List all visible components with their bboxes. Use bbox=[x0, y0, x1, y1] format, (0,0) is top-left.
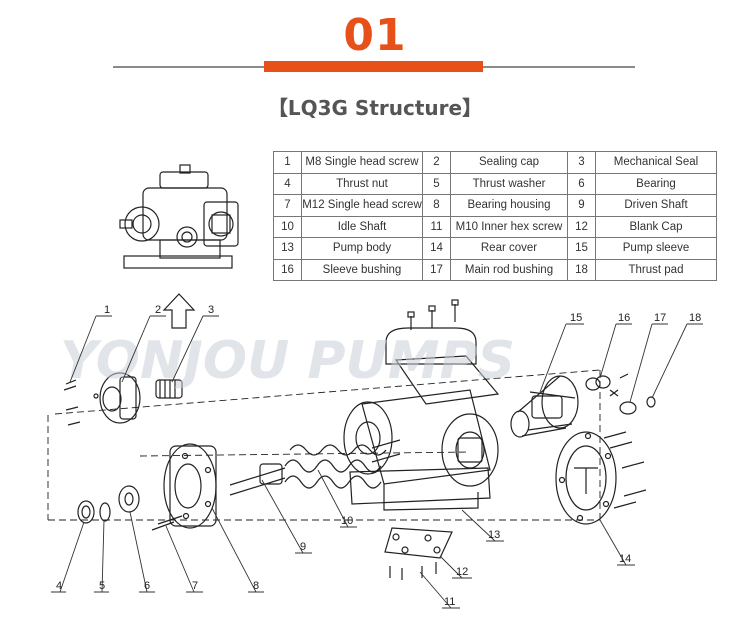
table-row: 13 Pump body 14 Rear cover 15 Pump sleev… bbox=[273, 237, 717, 260]
parts-table: 1 M8 Single head screw 2 Sealing cap 3 M… bbox=[273, 151, 717, 281]
part-name: Thrust pad bbox=[595, 258, 717, 281]
callout-14: 14 bbox=[619, 553, 631, 565]
callout-9: 9 bbox=[300, 541, 306, 553]
section-number: 01 bbox=[343, 10, 407, 61]
callout-10: 10 bbox=[341, 515, 353, 527]
structure-title: 【LQ3G Structure】 bbox=[267, 96, 483, 120]
watermark: YONJOU PUMPS bbox=[60, 331, 515, 391]
callout-16: 16 bbox=[618, 312, 630, 324]
part-1-screws bbox=[63, 379, 81, 426]
assembly-guide-lines bbox=[47, 369, 601, 521]
part-name: Driven Shaft bbox=[595, 194, 717, 217]
callout-7: 7 bbox=[192, 580, 198, 592]
top-screws bbox=[407, 299, 459, 330]
callout-6: 6 bbox=[144, 580, 150, 592]
part-2-sealing-cap bbox=[93, 372, 141, 424]
callout-12: 12 bbox=[456, 566, 468, 578]
part-11-screws bbox=[389, 562, 437, 580]
part-name: Thrust washer bbox=[450, 172, 568, 195]
parts-16-17-18-small-parts bbox=[585, 373, 656, 415]
callout-13: 13 bbox=[488, 529, 500, 541]
callout-18: 18 bbox=[689, 312, 701, 324]
parts-9-10-shafts bbox=[229, 439, 401, 496]
table-row: 7 M12 Single head screw 8 Bearing housin… bbox=[273, 194, 717, 217]
callout-17: 17 bbox=[654, 312, 666, 324]
part-3-mechanical-seal bbox=[155, 379, 183, 399]
callout-1: 1 bbox=[104, 304, 110, 316]
callout-8: 8 bbox=[253, 580, 259, 592]
table-row: 1 M8 Single head screw 2 Sealing cap 3 M… bbox=[273, 151, 717, 174]
rear-screws bbox=[603, 431, 647, 509]
callout-3: 3 bbox=[208, 304, 214, 316]
part-number: 12 bbox=[567, 215, 596, 238]
table-row: 4 Thrust nut 5 Thrust washer 6 Bearing bbox=[273, 172, 717, 195]
callout-2: 2 bbox=[155, 304, 161, 316]
callout-leaders bbox=[51, 315, 703, 609]
callout-5: 5 bbox=[99, 580, 105, 592]
header-accent-bar bbox=[264, 61, 483, 72]
part-8-bearing-housing bbox=[163, 443, 217, 529]
part-15-pump-sleeve bbox=[510, 375, 579, 438]
assembled-pump-drawing bbox=[119, 164, 239, 269]
part-12-blank-cap bbox=[384, 527, 453, 559]
callout-4: 4 bbox=[56, 580, 62, 592]
part-name: Bearing bbox=[595, 172, 717, 195]
table-row: 16 Sleeve bushing 17 Main rod bushing 18… bbox=[273, 258, 717, 281]
part-14-rear-cover bbox=[555, 431, 617, 525]
callout-15: 15 bbox=[570, 312, 582, 324]
part-name: M8 Single head screw bbox=[301, 151, 423, 174]
part-name: Sealing cap bbox=[450, 151, 568, 174]
up-arrow-icon bbox=[162, 293, 196, 329]
part-name: M12 Single head screw bbox=[301, 194, 423, 217]
part-name: Bearing housing bbox=[450, 194, 568, 217]
parts-4-5-6-rings bbox=[77, 485, 140, 524]
part-13-pump-body bbox=[343, 327, 500, 511]
callout-labels: 1 2 3 4 5 6 7 8 9 10 11 12 13 14 15 16 1… bbox=[56, 304, 701, 608]
callout-11: 11 bbox=[444, 596, 455, 608]
